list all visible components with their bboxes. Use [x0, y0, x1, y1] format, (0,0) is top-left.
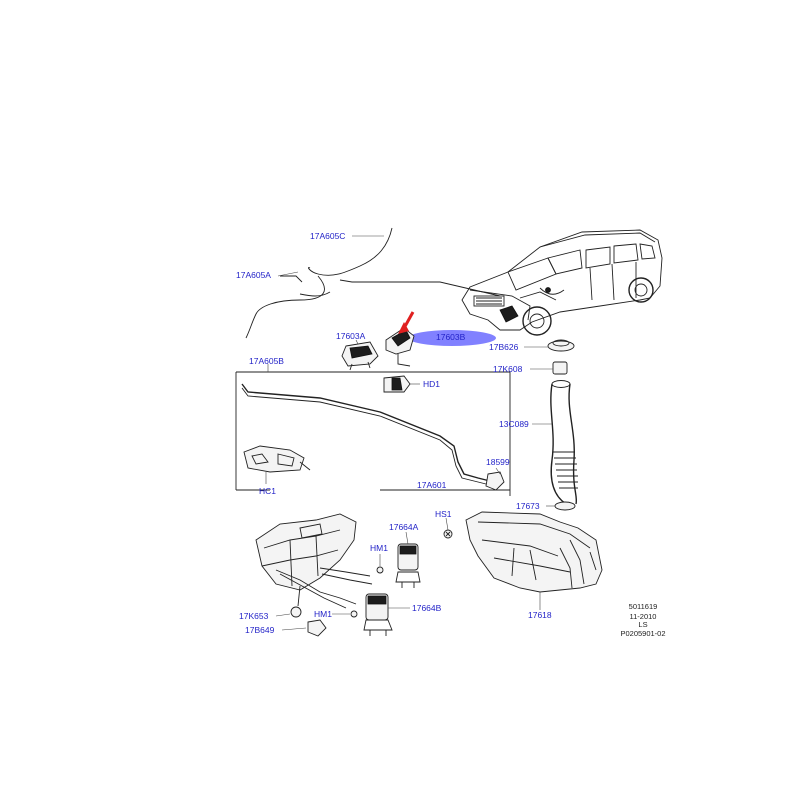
callout-HM1-upper: HM1 [370, 543, 388, 553]
callout-17A605B: 17A605B [249, 356, 284, 366]
callout-13C089: 13C089 [499, 419, 529, 429]
washer-hose-17A605C [245, 227, 501, 339]
hose-clip-HD1 [383, 375, 420, 393]
vehicle-illustration [461, 229, 663, 336]
screw-HS1 [443, 517, 453, 539]
filler-neck-13C089 [524, 339, 578, 511]
callout-17673: 17673 [516, 501, 540, 511]
callout-17A601: 17A601 [417, 480, 447, 490]
washer-reservoir-17618 [465, 511, 603, 610]
callout-17B626: 17B626 [489, 342, 519, 352]
washer-jet-17603B [385, 311, 496, 367]
bracket-HC1 [243, 445, 311, 484]
callout-17K608: 17K608 [493, 364, 523, 374]
hose-kit-17A605B [235, 364, 511, 496]
meta-line-2: 11-2010 [629, 612, 657, 621]
washer-pump-17664A [376, 531, 421, 588]
callout-17K653: 17K653 [239, 611, 269, 621]
callout-17603A: 17603A [336, 331, 366, 341]
callout-HD1: HD1 [423, 379, 441, 389]
callout-17603B: 17603B [436, 332, 466, 342]
callout-17664A: 17664A [389, 522, 419, 532]
callout-17664B: 17664B [412, 603, 442, 613]
callout-HS1: HS1 [435, 509, 452, 519]
callout-17618: 17618 [528, 610, 552, 620]
washer-pump-17664B [332, 593, 410, 636]
callout-17A605A: 17A605A [236, 270, 271, 280]
pump-housing-assembly [255, 513, 373, 637]
callout-18599: 18599 [486, 457, 510, 467]
callout-HM1-lower: HM1 [314, 609, 332, 619]
callout-17B649: 17B649 [245, 625, 275, 635]
meta-line-3: LS [638, 620, 648, 629]
callout-17A605C: 17A605C [310, 231, 346, 241]
meta-line-4: P0205901-02 [620, 629, 666, 638]
meta-line-1: 5011619 [628, 602, 658, 611]
callout-HC1: HC1 [259, 486, 277, 496]
washer-jet-17603A [341, 339, 379, 371]
